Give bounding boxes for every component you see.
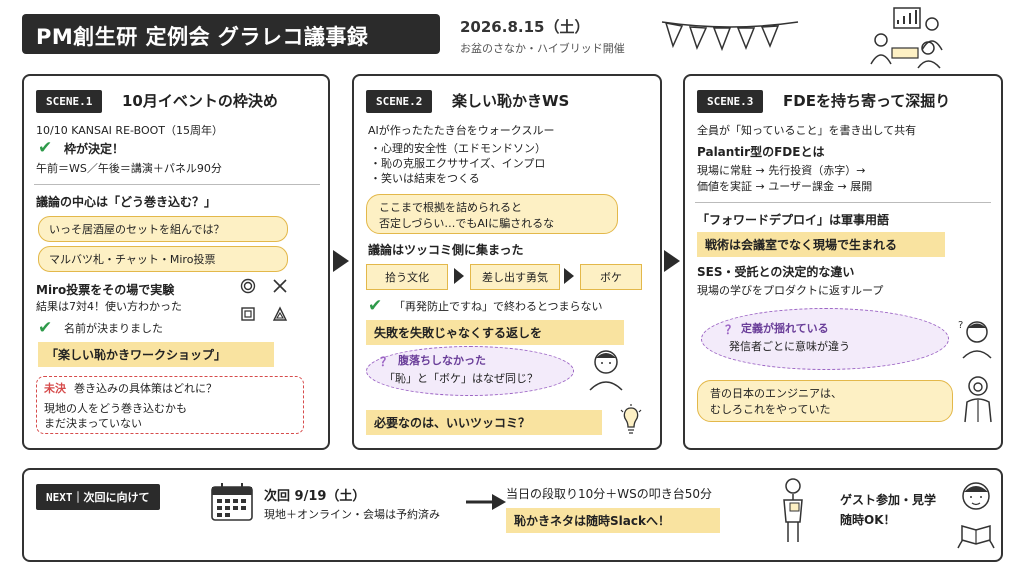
share-intro: 全員が「知っていること」を書き出して共有 [697, 124, 917, 137]
discussion-heading: 議論の中心は「どう巻き込む？」 [36, 195, 217, 209]
fde-flow-1: 現場に常駐 → 先行投資（赤字）→ [697, 164, 866, 177]
miro-result: 結果は7対4！使い方わかった [36, 300, 182, 313]
question-mark: ？ [725, 323, 738, 337]
lightbulb-icon [620, 404, 642, 434]
idea-izakaya: いっそ居酒屋のセットを組んでは？ [38, 216, 288, 242]
slot-decided: 枠が決定！ [64, 142, 125, 156]
bullet-1: ・心理的安全性（エドモンドソン） [370, 142, 546, 155]
divider [695, 202, 991, 203]
flow-arrow-2 [664, 250, 680, 272]
fde-heading: Palantir型のFDEとは [697, 145, 825, 159]
flow-arrow-1 [333, 250, 349, 272]
undecided-detail-1: 現地の人をどう巻き込むかも [44, 402, 187, 415]
flow-step-2: 差し出す勇気 [470, 264, 560, 290]
arrow-right-icon [466, 494, 506, 510]
definition-bubble [701, 308, 949, 370]
failure-reframe: 失敗を失敗じゃなくする返しを [366, 320, 624, 345]
question-mark: ？ [380, 355, 393, 369]
miro-experiment: Miro投票をその場で実験 [36, 283, 175, 297]
calendar-icon [211, 483, 253, 521]
guest-welcome-2: 随時OK！ [840, 513, 896, 527]
unresolved-title: 腹落ちしなかった [398, 354, 486, 367]
definition-body: 発信者ごとに意味が違う [729, 340, 850, 353]
walkthrough-intro: AIが作ったたたき台をウォークスルー [368, 124, 555, 137]
good-tsukkomi: 必要なのは、いいツッコミ？ [366, 410, 602, 435]
event-schedule: 午前＝WS／午後＝講演＋パネル90分 [36, 162, 222, 175]
next-plan: 当日の段取り10分＋WSの叩き台50分 [506, 487, 713, 501]
cross-symbol-icon [273, 279, 287, 293]
bullet-2: ・恥の克服エクササイズ、インプロ [370, 157, 546, 170]
camera-person-icon [964, 376, 992, 423]
next-venue: 現地＋オンライン・会場は予約済み [264, 508, 440, 521]
triangle-symbol-icon [272, 306, 288, 321]
presenter-icon [783, 478, 803, 542]
slack-reminder: 恥かきネタは随時Slackへ！ [506, 508, 720, 533]
check-icon: ✔ [38, 138, 53, 158]
meeting-date: 2026.8.15（土） [460, 18, 590, 36]
flow-step-1: 拾う文化 [366, 264, 448, 290]
bunting-icon [661, 21, 799, 52]
meeting-people-icon [870, 7, 943, 69]
japanese-engineers-1: 昔の日本のエンジニアは、 [710, 387, 842, 400]
ai-quote-1: ここまで根拠を詰められると [379, 201, 522, 214]
check-icon: ✔ [368, 296, 383, 316]
japanese-engineers-bubble: 昔の日本のエンジニアは、 むしろこれをやっていた [697, 380, 953, 422]
divider [34, 184, 320, 185]
undecided-question: 巻き込みの具体策はどれに？ [74, 382, 217, 395]
square-symbol-icon [241, 307, 255, 321]
idea-voting: マルバツ札・チャット・Miro投票 [38, 246, 288, 272]
scene3-tag: SCENE.3 [697, 90, 764, 113]
fde-flow-2: 価値を実証 → ユーザー課金 → 展開 [697, 180, 873, 193]
scene3-card: SCENE.3 FDEを持ち寄って深掘り 全員が「知っていること」を書き出して共… [683, 74, 1003, 450]
next-tag: NEXT｜次回に向けて [36, 484, 160, 510]
scene1-tag: SCENE.1 [36, 90, 103, 113]
unresolved-question-bubble [366, 346, 574, 396]
undecided-box [36, 376, 304, 434]
meeting-format: お盆のさなか・ハイブリッド開催 [460, 42, 625, 55]
ses-heading: SES・受託との決定的な違い [697, 265, 855, 279]
bullet-3: ・笑いは結束をつくる [370, 172, 480, 185]
tsukkomi-heading: 議論はツッコミ側に集まった [368, 243, 524, 257]
guest-welcome-1: ゲスト参加・見学 [840, 493, 937, 507]
ai-quote-2: 否定しづらい…でもAIに騙されるな [379, 217, 555, 230]
undecided-tag: 未決 [44, 382, 66, 395]
ses-body: 現場の学びをプロダクトに返すループ [697, 284, 884, 297]
undecided-detail-2: まだ決まっていない [44, 417, 143, 430]
thinking-person-icon: ? [958, 320, 992, 359]
name-decided: 名前が決まりました [64, 322, 163, 335]
event-name: 10/10 KANSAI RE-BOOT（15周年） [36, 124, 223, 137]
scene1-title: 10月イベントの枠決め [122, 92, 278, 110]
scene3-title: FDEを持ち寄って深掘り [783, 92, 951, 110]
workshop-name: 「楽しい恥かきワークショップ」 [38, 342, 274, 367]
prevention-comment: 「再発防止ですね」で終わるとつまらない [394, 300, 603, 313]
svg-text:?: ? [958, 320, 963, 331]
check-icon: ✔ [38, 318, 53, 338]
next-card: NEXT｜次回に向けて 次回 9/19（土） 現地＋オンライン・会場は予約済み … [22, 468, 1003, 562]
ai-quote-bubble: ここまで根拠を詰められると 否定しづらい…でもAIに騙されるな [366, 194, 618, 234]
scene2-tag: SCENE.2 [366, 90, 433, 113]
flow-step-arrow-1 [454, 268, 464, 284]
scene2-title: 楽しい恥かきWS [452, 92, 570, 110]
unresolved-body: 「恥」と「ボケ」はなぜ同じ？ [384, 372, 538, 385]
reading-person-icon [957, 482, 995, 549]
definition-title: 定義が揺れている [741, 322, 829, 335]
flow-step-3: ボケ [580, 264, 642, 290]
person-icon [589, 350, 623, 391]
scene1-card: SCENE.1 10月イベントの枠決め 10/10 KANSAI RE-BOOT… [22, 74, 330, 450]
next-date: 次回 9/19（土） [264, 489, 366, 504]
flow-step-arrow-2 [564, 268, 574, 284]
military-term: 「フォワードデプロイ」は軍事用語 [697, 213, 890, 227]
circle-symbol-icon [240, 278, 256, 294]
field-tactics: 戦術は会議室でなく現場で生まれる [697, 232, 945, 257]
page-title: PM創生研 定例会 グラレコ議事録 [22, 14, 440, 54]
japanese-engineers-2: むしろこれをやっていた [710, 403, 831, 416]
scene2-card: SCENE.2 楽しい恥かきWS AIが作ったたたき台をウォークスルー ・心理的… [352, 74, 662, 450]
